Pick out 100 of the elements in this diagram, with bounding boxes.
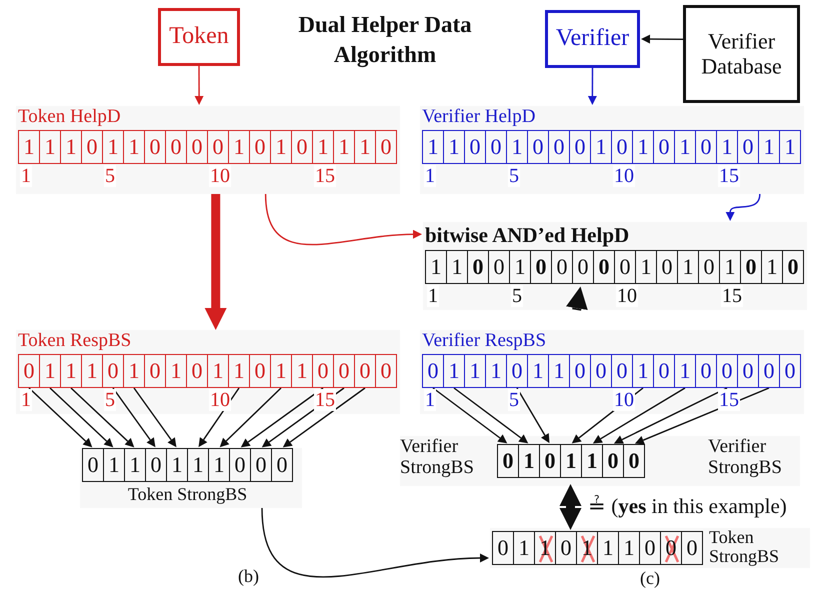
process-box — [683, 5, 800, 103]
bit-cell: 1 — [674, 130, 696, 164]
bit-cell: 1 — [39, 354, 61, 388]
bit-cell: 1 — [581, 444, 603, 478]
bit-cell: 1 — [425, 250, 447, 284]
bit-cell: 0 — [497, 444, 519, 478]
box-label: Verifier — [554, 25, 630, 53]
bit-cell: 0 — [569, 130, 591, 164]
bit-cell: 0 — [250, 448, 272, 482]
index-number: 15 — [314, 165, 336, 187]
bit-cell: 0 — [530, 250, 552, 284]
index-number: 5 — [508, 389, 520, 411]
process-box — [545, 10, 640, 68]
bit-cell: 1 — [228, 354, 250, 388]
bit-cell: 0 — [333, 354, 355, 388]
bit-cell: 0 — [611, 130, 633, 164]
array-label: Verifier RespBS — [422, 330, 546, 352]
box-label: Token — [168, 23, 230, 51]
arrow — [282, 387, 366, 448]
bit-cell: 0 — [102, 354, 124, 388]
bit-array — [80, 448, 302, 508]
arrow — [566, 286, 588, 311]
array-label: Token HelpD — [18, 106, 121, 128]
bit-cell: 0 — [291, 130, 313, 164]
index-number: 15 — [314, 389, 336, 411]
bit-cell: 1 — [312, 130, 334, 164]
bit-cell: 0 — [375, 354, 397, 388]
bit-cell: 0 — [506, 354, 528, 388]
bit-cell: 0 — [611, 354, 633, 388]
bit-cell: 0 — [569, 354, 591, 388]
arrow — [432, 387, 508, 444]
bit-cell: 0 — [716, 354, 738, 388]
bit-cell: 1 — [228, 130, 250, 164]
bit-cell: 0 — [737, 354, 759, 388]
arrow — [454, 387, 528, 444]
index-number: 10 — [616, 285, 638, 307]
arrow — [726, 194, 760, 221]
arrow — [614, 387, 728, 444]
bit-cell: 0 — [660, 531, 682, 565]
bit-cell: 1 — [534, 531, 556, 565]
bit-cell: 0 — [539, 444, 561, 478]
bit-cell: 0 — [354, 354, 376, 388]
bit-cell: 1 — [60, 130, 82, 164]
bit-cell: 1 — [674, 354, 696, 388]
index-number: 1 — [427, 285, 439, 307]
bit-cell: 1 — [443, 354, 465, 388]
index-number: 5 — [104, 165, 116, 187]
bit-cell: 0 — [656, 250, 678, 284]
bit-cell: 0 — [82, 448, 104, 482]
bit-cell: 1 — [635, 250, 657, 284]
bit-cell: 0 — [186, 130, 208, 164]
diagram-title: Dual Helper Data Algorithm — [297, 11, 473, 70]
process-box — [158, 8, 240, 66]
bit-cell: 1 — [527, 354, 549, 388]
bit-cell: 0 — [623, 444, 645, 478]
bit-cell: 1 — [123, 130, 145, 164]
bit-cell: 0 — [375, 130, 397, 164]
array-label: Token StrongBS — [126, 484, 248, 505]
index-number: 5 — [508, 165, 520, 187]
bit-array — [16, 106, 400, 194]
arrow — [133, 388, 176, 448]
index-number: 5 — [511, 285, 523, 307]
index-number: 1 — [424, 389, 436, 411]
bit-cell: 0 — [548, 130, 570, 164]
bit-cell: 0 — [653, 354, 675, 388]
index-number: 1 — [20, 165, 32, 187]
bit-cell: 0 — [488, 250, 510, 284]
bit-cell: 0 — [551, 250, 573, 284]
bit-cell: 0 — [681, 531, 703, 565]
arrow — [592, 387, 686, 444]
bit-cell: 0 — [737, 130, 759, 164]
bit-cell: 0 — [593, 250, 615, 284]
bit-cell: 1 — [509, 250, 531, 284]
bit-cell: 1 — [632, 354, 654, 388]
bit-cell: 0 — [590, 354, 612, 388]
bit-cell: 1 — [677, 250, 699, 284]
arrow — [240, 387, 324, 448]
arrow — [28, 388, 92, 448]
bit-cell: 0 — [485, 130, 507, 164]
bit-cell: 0 — [312, 354, 334, 388]
array-label: Token RespBS — [18, 330, 132, 352]
bit-cell: 0 — [229, 448, 251, 482]
bit-cell: 1 — [208, 448, 230, 482]
bit-cell: 1 — [779, 130, 801, 164]
bit-cell: 1 — [333, 130, 355, 164]
bit-array — [420, 330, 804, 414]
arrow — [220, 388, 282, 448]
bit-cell: 0 — [467, 250, 489, 284]
bit-cell: 0 — [527, 130, 549, 164]
bit-cell: 0 — [695, 130, 717, 164]
bit-cell: 1 — [18, 130, 40, 164]
index-number: 15 — [718, 165, 740, 187]
arrow — [112, 388, 156, 448]
arrow — [50, 388, 114, 448]
bit-array — [423, 222, 807, 310]
index-number: 10 — [613, 165, 635, 187]
index-number: 10 — [209, 389, 231, 411]
bit-cell: 1 — [716, 130, 738, 164]
bit-cell: 0 — [144, 130, 166, 164]
bit-cell: 1 — [291, 354, 313, 388]
